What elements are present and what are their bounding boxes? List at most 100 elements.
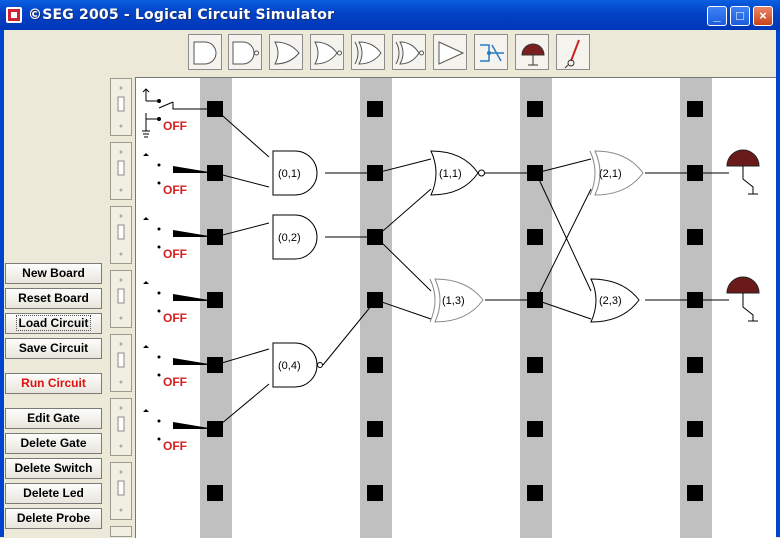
toggle-switch-icon bbox=[117, 342, 125, 384]
maximize-button[interactable]: □ bbox=[730, 6, 750, 26]
and-gate[interactable] bbox=[272, 214, 318, 260]
window-frame-right bbox=[776, 30, 780, 537]
connection-node[interactable] bbox=[687, 485, 703, 501]
connection-node[interactable] bbox=[207, 101, 223, 117]
window-frame-left bbox=[0, 30, 4, 537]
switch-state-label: OFF bbox=[163, 375, 187, 389]
and-gate-tool[interactable] bbox=[188, 34, 222, 70]
connection-node[interactable] bbox=[687, 229, 703, 245]
nand-gate-tool[interactable] bbox=[228, 34, 262, 70]
connection-node[interactable] bbox=[527, 292, 543, 308]
inverter-bubble bbox=[478, 169, 485, 177]
connection-node[interactable] bbox=[207, 229, 223, 245]
xor-gate-tool[interactable] bbox=[351, 34, 385, 70]
window-title: ©SEG 2005 - Logical Circuit Simulator bbox=[28, 7, 335, 23]
connection-node[interactable] bbox=[207, 421, 223, 437]
xnor-gate-icon bbox=[395, 41, 424, 65]
close-button[interactable]: × bbox=[753, 6, 773, 26]
connection-node[interactable] bbox=[207, 485, 223, 501]
connection-node[interactable] bbox=[527, 165, 543, 181]
reset-board-button[interactable]: Reset Board bbox=[5, 288, 102, 309]
not-gate-tool[interactable] bbox=[433, 34, 467, 70]
toggle-switch-icon bbox=[117, 86, 125, 128]
delete-switch-button[interactable]: Delete Switch bbox=[5, 458, 102, 479]
toggle-switch-icon bbox=[117, 214, 125, 256]
switch-symbol bbox=[142, 281, 215, 329]
or-gate[interactable] bbox=[590, 278, 640, 323]
switch-toggle[interactable] bbox=[110, 270, 132, 328]
nor-gate[interactable] bbox=[430, 150, 479, 196]
gates bbox=[272, 150, 644, 388]
led-icon bbox=[726, 149, 760, 167]
connection-node[interactable] bbox=[367, 101, 383, 117]
gate-label: (1,3) bbox=[442, 295, 465, 307]
not-gate-icon bbox=[438, 41, 465, 65]
new-board-button[interactable]: New Board bbox=[5, 263, 102, 284]
probe-icon bbox=[564, 39, 580, 69]
connection-node[interactable] bbox=[207, 292, 223, 308]
toggle-switch-icon bbox=[117, 150, 125, 192]
connection-node[interactable] bbox=[367, 421, 383, 437]
led-icon bbox=[521, 43, 545, 66]
minimize-button[interactable]: _ bbox=[707, 6, 727, 26]
connection-node[interactable] bbox=[687, 165, 703, 181]
connection-node[interactable] bbox=[527, 421, 543, 437]
connection-node[interactable] bbox=[687, 421, 703, 437]
gate-label: (1,1) bbox=[439, 168, 462, 180]
and-gate-icon bbox=[193, 41, 217, 65]
save-circuit-button[interactable]: Save Circuit bbox=[5, 338, 102, 359]
connection-node[interactable] bbox=[367, 292, 383, 308]
xor-gate[interactable] bbox=[434, 278, 484, 323]
switch-state-label: OFF bbox=[163, 311, 187, 325]
connection-node[interactable] bbox=[207, 357, 223, 373]
delete-probe-button[interactable]: Delete Probe bbox=[5, 508, 102, 529]
switch-symbol bbox=[142, 217, 215, 265]
xnor-gate-tool[interactable] bbox=[392, 34, 426, 70]
nor-gate-icon bbox=[314, 41, 342, 65]
connection-node[interactable] bbox=[687, 101, 703, 117]
switch-state-label: OFF bbox=[163, 119, 187, 133]
switch-toggle[interactable] bbox=[110, 526, 132, 537]
switch-toggle[interactable] bbox=[110, 142, 132, 200]
connection-node[interactable] bbox=[527, 101, 543, 117]
nand-gate[interactable] bbox=[272, 342, 318, 388]
connection-node[interactable] bbox=[527, 229, 543, 245]
led-output[interactable] bbox=[726, 276, 760, 322]
probe-tool[interactable] bbox=[556, 34, 590, 70]
led-tool[interactable] bbox=[515, 34, 549, 70]
delete-gate-button[interactable]: Delete Gate bbox=[5, 433, 102, 454]
and-gate[interactable] bbox=[272, 150, 318, 196]
gate-label: (0,4) bbox=[278, 360, 301, 372]
load-circuit-label: Load Circuit bbox=[16, 315, 91, 331]
xor-gate[interactable] bbox=[594, 150, 644, 196]
run-circuit-button[interactable]: Run Circuit bbox=[5, 373, 102, 394]
connection-node[interactable] bbox=[207, 165, 223, 181]
led-output[interactable] bbox=[726, 149, 760, 195]
switch-toggle[interactable] bbox=[110, 462, 132, 520]
toggle-switch-icon bbox=[117, 406, 125, 448]
edit-gate-button[interactable]: Edit Gate bbox=[5, 408, 102, 429]
or-gate-tool[interactable] bbox=[269, 34, 303, 70]
toggle-switch-icon bbox=[117, 278, 125, 320]
switch-state-label: OFF bbox=[163, 183, 187, 197]
wire-split-tool[interactable] bbox=[474, 34, 508, 70]
nor-gate-tool[interactable] bbox=[310, 34, 344, 70]
switch-toggle[interactable] bbox=[110, 334, 132, 392]
connection-node[interactable] bbox=[687, 357, 703, 373]
switch-toggle[interactable] bbox=[110, 206, 132, 264]
circuit-board[interactable]: OFF OFF OFF OFF OFF OFF bbox=[135, 77, 776, 538]
connection-node[interactable] bbox=[367, 165, 383, 181]
connection-node[interactable] bbox=[527, 357, 543, 373]
connection-node[interactable] bbox=[367, 229, 383, 245]
load-circuit-button[interactable]: Load Circuit bbox=[5, 313, 102, 334]
connection-node[interactable] bbox=[367, 485, 383, 501]
connection-node[interactable] bbox=[687, 292, 703, 308]
delete-led-button[interactable]: Delete Led bbox=[5, 483, 102, 504]
or-gate-icon bbox=[274, 41, 300, 65]
connection-node[interactable] bbox=[527, 485, 543, 501]
switch-toggle[interactable] bbox=[110, 78, 132, 136]
connection-node[interactable] bbox=[367, 357, 383, 373]
inverter-bubble bbox=[317, 362, 323, 368]
switch-toggle[interactable] bbox=[110, 398, 132, 456]
gate-label: (0,2) bbox=[278, 232, 301, 244]
